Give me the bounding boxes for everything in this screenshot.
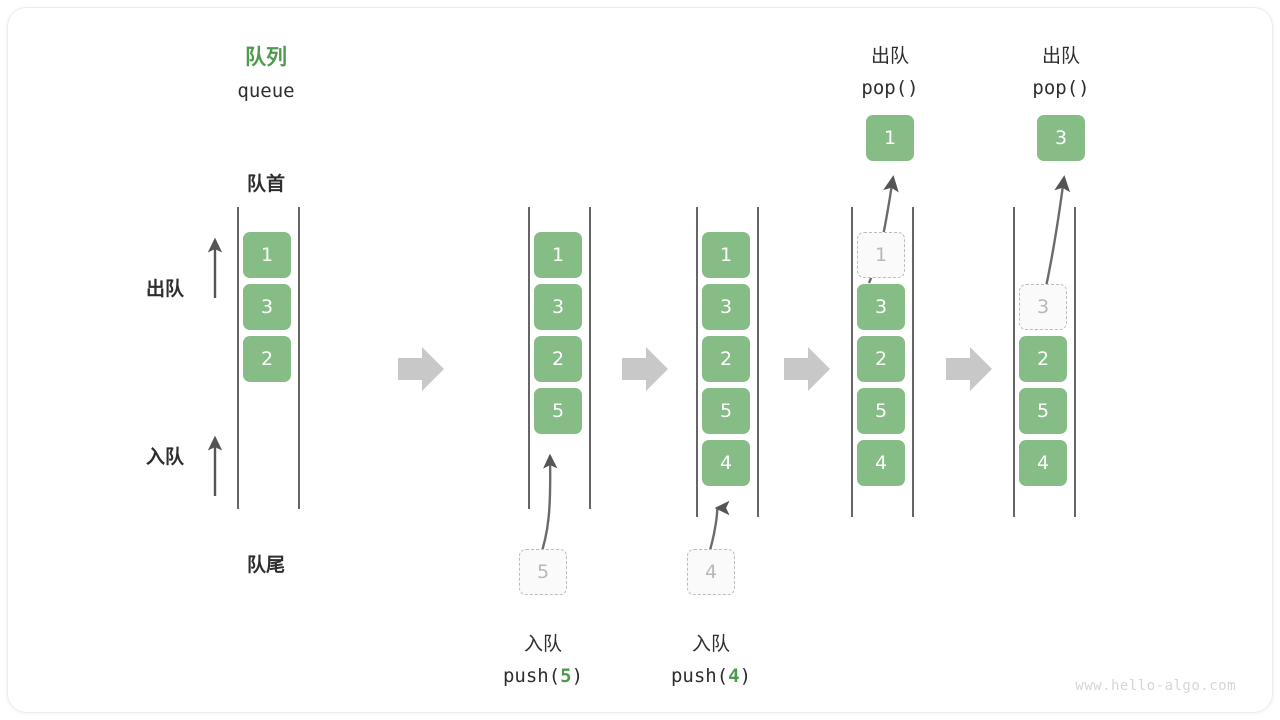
stage-separator-4 <box>946 347 992 391</box>
queue-cell: 2 <box>534 336 582 382</box>
queue-cell: 3 <box>702 284 750 330</box>
operation-label-cn: 入队 <box>691 633 731 655</box>
diagram-title-cn: 队列 <box>245 45 287 69</box>
operation-code-prefix: push( <box>502 665 561 687</box>
incoming-ghost-cell: 5 <box>519 549 567 595</box>
queue-cell: 5 <box>534 388 582 434</box>
popped-cell: 1 <box>866 115 914 161</box>
queue-front-label: 队首 <box>246 173 286 195</box>
queue-cell: 2 <box>702 336 750 382</box>
queue-cell-ghost: 1 <box>857 232 905 278</box>
rail-left <box>528 207 530 509</box>
queue-cell-ghost: 3 <box>1019 284 1067 330</box>
rail-right <box>298 207 300 509</box>
rail-left <box>851 207 853 517</box>
queue-cell: 3 <box>243 284 291 330</box>
queue-cell: 5 <box>857 388 905 434</box>
queue-cell: 4 <box>1019 440 1067 486</box>
diagram-card: 队列 queue 队首 队尾 出队 入队 1 3 2 1 3 2 5 5 入队 … <box>8 8 1272 712</box>
operation-code-value: 5 <box>560 665 572 687</box>
diagram-title-en: queue <box>237 80 295 102</box>
rail-right <box>912 207 914 517</box>
stage-separator-3 <box>784 347 830 391</box>
rail-right <box>757 207 759 517</box>
rail-left <box>237 207 239 509</box>
queue-cell: 1 <box>702 232 750 278</box>
queue-cell: 5 <box>1019 388 1067 434</box>
queue-cell: 1 <box>243 232 291 278</box>
queue-cell: 5 <box>702 388 750 434</box>
rail-left <box>696 207 698 517</box>
operation-code-suffix: ) <box>739 665 752 687</box>
queue-cell: 2 <box>1019 336 1067 382</box>
operation-code: pop() <box>861 77 919 99</box>
stage-separator-2 <box>622 347 668 391</box>
operation-label-cn: 出队 <box>870 45 910 67</box>
stage-separator-1 <box>398 347 444 391</box>
operation-code-value: 4 <box>728 665 740 687</box>
queue-cell: 3 <box>857 284 905 330</box>
operation-code: pop() <box>1032 77 1090 99</box>
queue-rear-label: 队尾 <box>246 554 286 576</box>
enqueue-direction-label: 入队 <box>146 446 185 468</box>
operation-code: push(4) <box>671 665 751 687</box>
rail-right <box>589 207 591 509</box>
operation-code-prefix: push( <box>670 665 729 687</box>
watermark: www.hello-algo.com <box>1075 678 1236 694</box>
dequeue-direction-label: 出队 <box>146 278 185 300</box>
operation-code-suffix: ) <box>571 665 584 687</box>
queue-cell: 2 <box>243 336 291 382</box>
operation-code: push(5) <box>503 665 583 687</box>
rail-right <box>1074 207 1076 517</box>
operation-label-cn: 入队 <box>523 633 563 655</box>
queue-cell: 4 <box>702 440 750 486</box>
queue-cell: 1 <box>534 232 582 278</box>
queue-cell: 3 <box>534 284 582 330</box>
popped-cell: 3 <box>1037 115 1085 161</box>
arrows-overlay <box>207 175 1071 561</box>
incoming-ghost-cell: 4 <box>687 549 735 595</box>
operation-label-cn: 出队 <box>1041 45 1081 67</box>
queue-cell: 4 <box>857 440 905 486</box>
rail-left <box>1013 207 1015 517</box>
queue-cell: 2 <box>857 336 905 382</box>
push-5-arrow <box>537 453 558 561</box>
